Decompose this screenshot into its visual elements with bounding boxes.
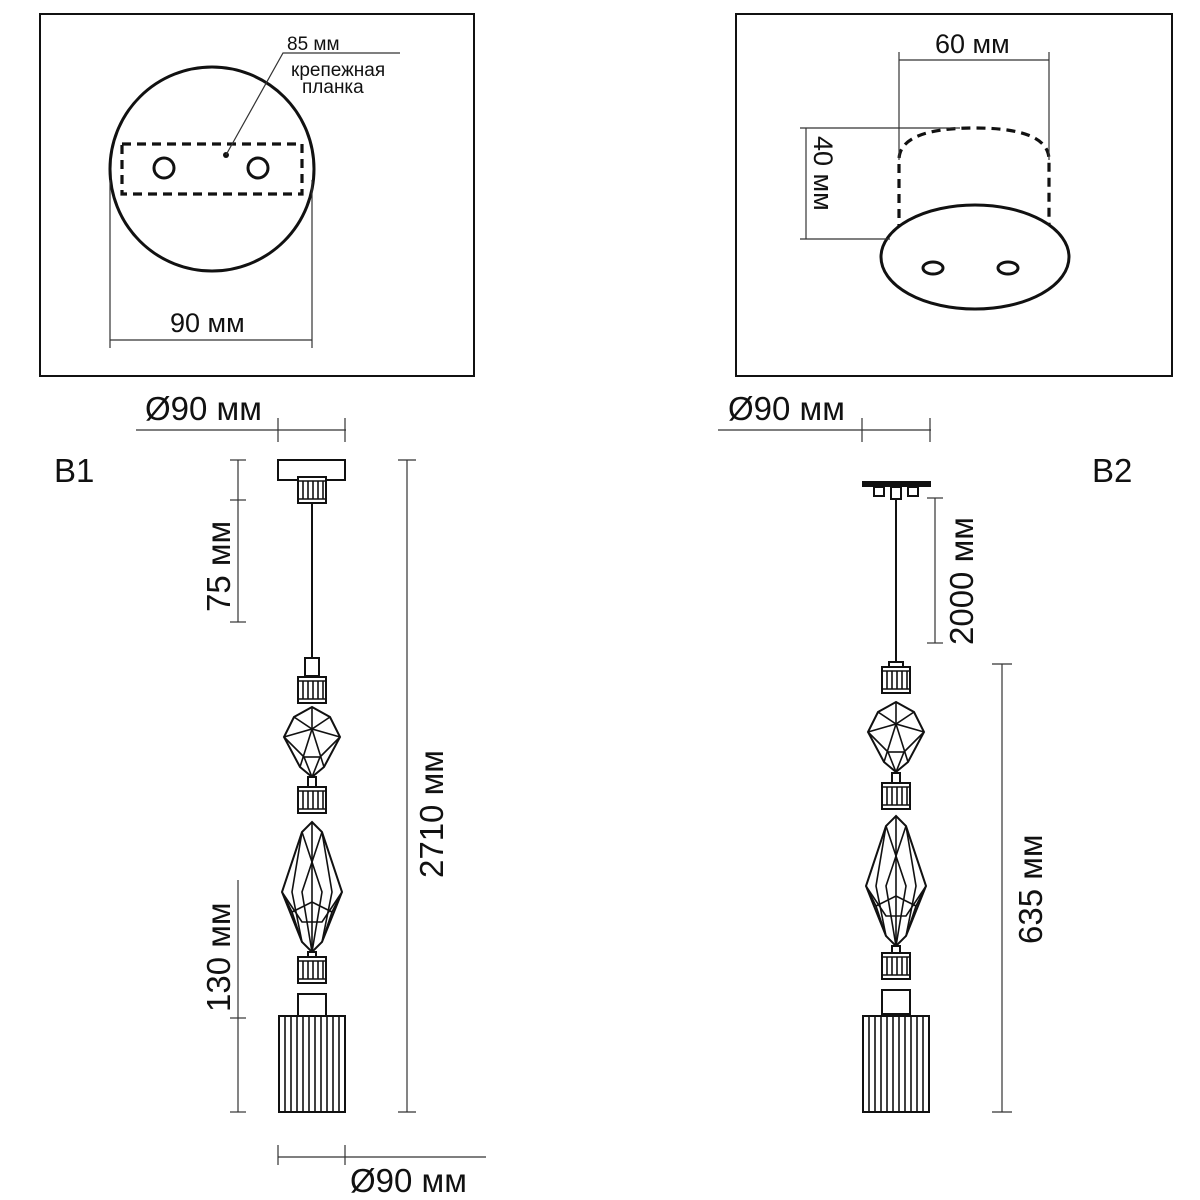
dim-90-label: 90 мм <box>170 308 245 338</box>
b2-shade <box>862 1015 930 1113</box>
b2-lower-crystal <box>865 815 927 947</box>
screw-hole-right <box>246 156 270 180</box>
dim-40-label: 40 мм <box>808 136 838 211</box>
b1-shade-height-label: 130 мм <box>200 902 237 1012</box>
b2-upper-crystal <box>867 701 925 773</box>
canopy-top-view-panel: 85 мм крепежная планка 90 мм <box>39 13 475 377</box>
b1-shade-diameter-label: Ø90 мм <box>350 1162 467 1199</box>
b1-total-height-label: 2710 мм <box>413 750 450 878</box>
bracket-leader-line <box>225 52 400 156</box>
canopy-perspective-panel: 60 мм 40 мм <box>735 13 1173 377</box>
b2-canopy-diameter-label: Ø90 мм <box>728 390 845 427</box>
variant-b2-label: B2 <box>1092 452 1132 489</box>
variant-b1-elevation: B1 Ø90 мм 75 мм 130 мм 2 <box>54 390 486 1199</box>
canopy-circle <box>108 65 316 273</box>
screw-hole-left <box>152 156 176 180</box>
b2-rod-length-label: 2000 мм <box>943 517 980 645</box>
disk-hole-right <box>996 260 1020 276</box>
variant-b1-label: B1 <box>54 452 94 489</box>
b2-body-height-label: 635 мм <box>1012 834 1049 944</box>
b1-canopy-height-label: 75 мм <box>200 521 237 612</box>
b1-upper-crystal <box>283 706 341 778</box>
dim-60-label: 60 мм <box>935 29 1010 59</box>
b1-shade <box>278 1015 346 1113</box>
variant-b2-elevation: B2 Ø90 мм 2000 мм 635 мм <box>718 390 1132 1113</box>
bracket-label-line2: планка <box>302 77 364 98</box>
b2-canopy-plate <box>862 481 931 487</box>
b1-canopy-diameter-label: Ø90 мм <box>145 390 262 427</box>
dim-85-label: 85 мм <box>287 34 340 55</box>
b1-lower-crystal <box>281 821 343 953</box>
canopy-disk <box>879 203 1071 311</box>
disk-hole-left <box>921 260 945 276</box>
bracket-label-line1: крепежная <box>291 60 385 81</box>
mounting-bracket-outline <box>120 142 304 196</box>
